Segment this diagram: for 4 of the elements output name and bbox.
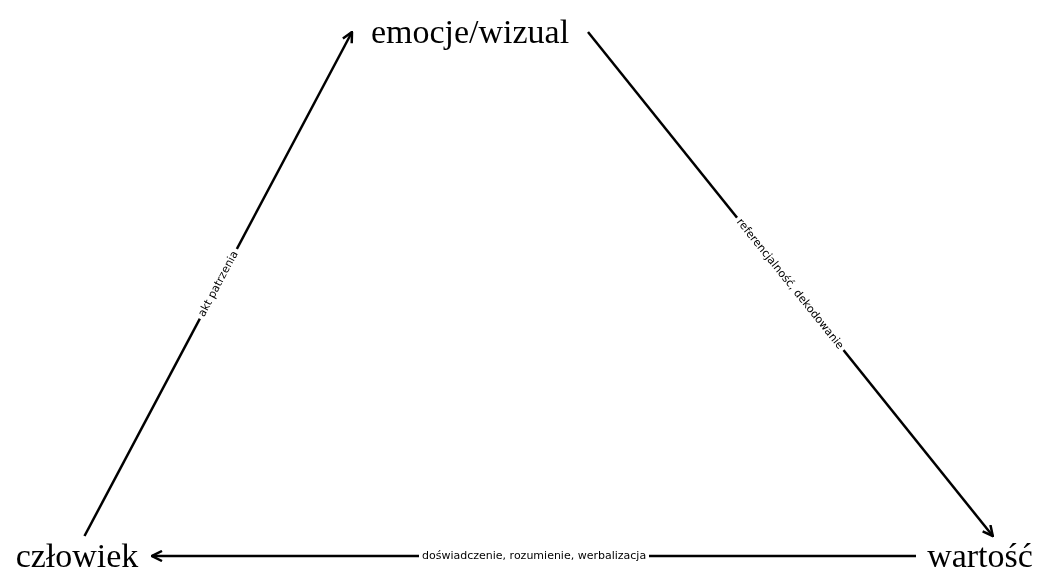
node-label: człowiek — [2, 536, 152, 574]
edge-label: doświadczenie, rozumienie, werbalizacja — [419, 549, 650, 563]
node-label: wartość — [916, 536, 1044, 574]
node-label: emocje/wizual — [352, 12, 588, 52]
